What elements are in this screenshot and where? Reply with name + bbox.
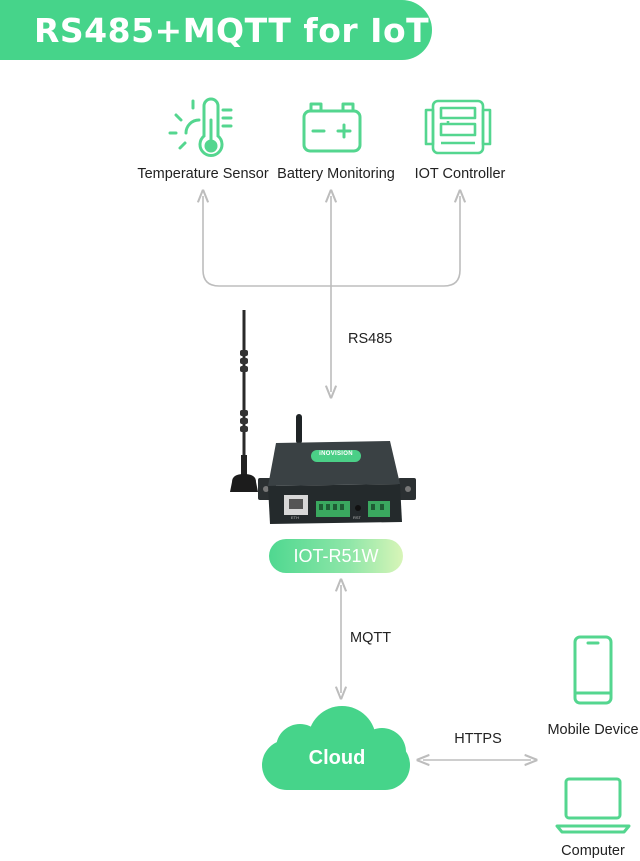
client-label-computer: Computer: [561, 843, 625, 859]
gateway-model-pill: IOT-R51W: [269, 539, 403, 573]
device-label-controller: IOT Controller: [414, 166, 506, 182]
cloud-label: Cloud: [308, 747, 366, 769]
smartphone-icon: [573, 635, 613, 705]
battery-icon: [302, 102, 362, 153]
https-label: HTTPS: [454, 731, 502, 747]
mqtt-label: MQTT: [350, 630, 392, 646]
gateway-device: [258, 414, 416, 524]
mqtt-https-lines: [341, 585, 531, 760]
brand-label: iNOVISION: [319, 451, 353, 457]
title-banner: RS485+MQTT for IoT: [0, 0, 432, 60]
page-title: RS485+MQTT for IoT: [34, 10, 430, 50]
thermometer-sun-icon: [168, 97, 233, 157]
client-label-mobile: Mobile Device: [547, 722, 639, 738]
cloud-shape: [262, 706, 410, 790]
eth-port-label: ETH: [291, 515, 299, 520]
controller-icon: [424, 99, 492, 155]
rst-label: RST: [353, 515, 361, 520]
rs485-bus-lines: [203, 196, 460, 392]
device-label-battery: Battery Monitoring: [277, 166, 395, 182]
gateway-model-label: IOT-R51W: [293, 545, 379, 566]
antenna: [230, 310, 258, 492]
rs485-label: RS485: [348, 331, 393, 347]
laptop-icon: [555, 777, 631, 834]
device-label-temperature: Temperature Sensor: [137, 166, 269, 182]
brand-badge: [311, 450, 361, 462]
